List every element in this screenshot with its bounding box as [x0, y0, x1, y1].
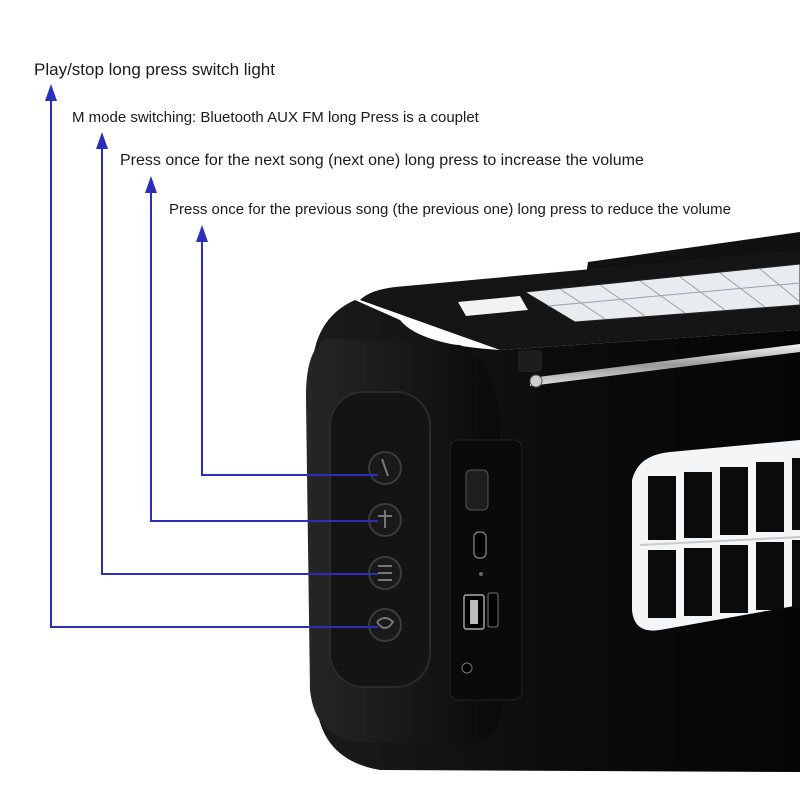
play-pause-button[interactable]: [368, 608, 402, 642]
play-pause-button-icon: [376, 617, 395, 629]
top-slot: [458, 296, 528, 316]
power-switch: [465, 469, 489, 511]
arrow-up-icon: [145, 176, 157, 193]
previous-button-icon: [381, 458, 389, 477]
aux-jack: [461, 662, 473, 674]
leader-previous: [201, 233, 378, 476]
leader-lines: [50, 92, 378, 628]
leader-play-stop: [50, 92, 378, 628]
leader-mode: [101, 140, 378, 575]
leader-next: [150, 184, 378, 522]
next-button-icon: [378, 510, 392, 528]
antenna-mount: [518, 350, 542, 372]
arrow-up-icon: [45, 84, 57, 101]
label-play-stop: Play/stop long press switch light: [34, 60, 275, 79]
antenna: [530, 344, 800, 386]
button-panel: [329, 391, 431, 688]
arrow-up-icon: [196, 225, 208, 242]
label-mode: M mode switching: Bluetooth AUX FM long …: [72, 109, 479, 126]
arrow-up-icon: [96, 132, 108, 149]
label-previous: Press once for the previous song (the pr…: [169, 201, 731, 218]
label-next: Press once for the next song (next one) …: [120, 152, 644, 169]
top-solar-panel: [523, 263, 800, 323]
usb-c-port: [473, 531, 487, 559]
mode-button-icon: [378, 565, 392, 581]
previous-button[interactable]: [368, 451, 402, 485]
tf-card-slot: [487, 592, 499, 628]
